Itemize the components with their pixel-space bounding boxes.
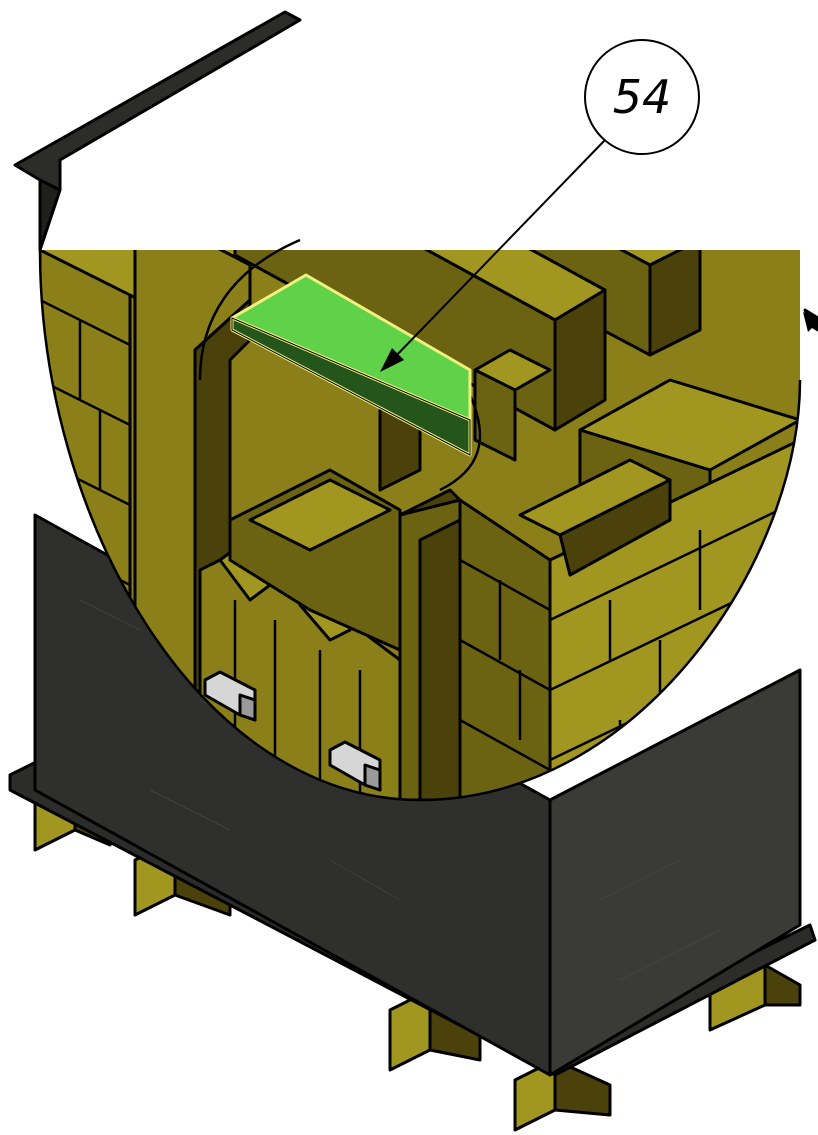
- callout-bubble: [584, 39, 700, 155]
- leader-line: [391, 139, 606, 361]
- callout-label: 54: [613, 70, 672, 124]
- crate-body: [33, 513, 802, 1077]
- leader-arrowhead-icon: [380, 348, 404, 372]
- view-direction-arrow-icon: [803, 312, 818, 332]
- crate-lid: [13, 10, 818, 332]
- cutaway-boundary: [38, 249, 802, 802]
- highlighted-part: [230, 273, 472, 457]
- callout: 54: [380, 39, 700, 372]
- bracket-left: [203, 670, 257, 722]
- bracket-right: [328, 740, 382, 792]
